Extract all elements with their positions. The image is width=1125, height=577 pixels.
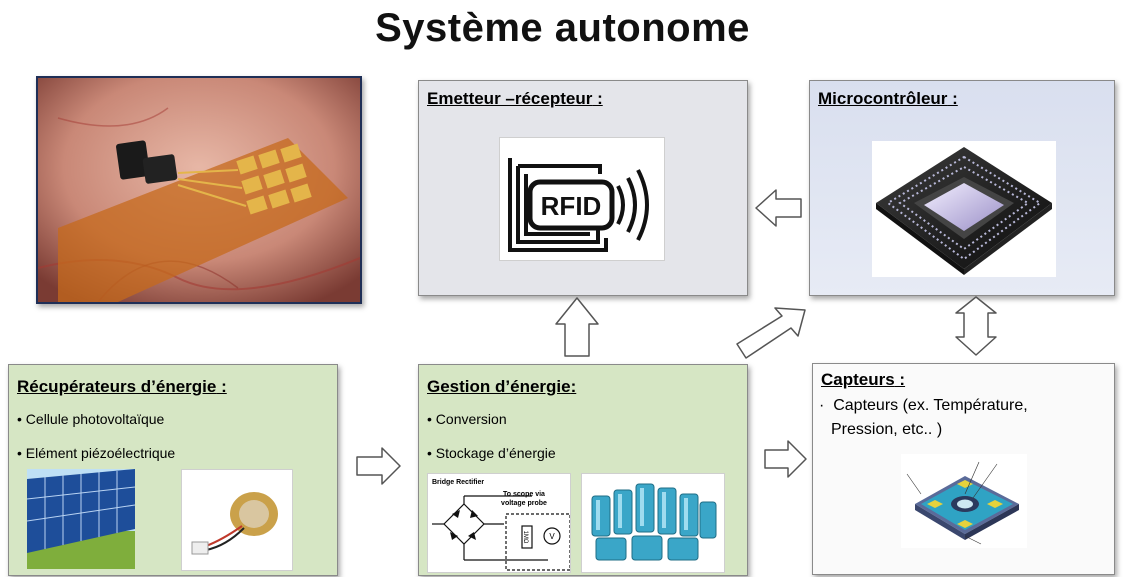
microcontroleur-box: Microcontrôleur : — [809, 80, 1115, 296]
arrow-diagonal-icon — [736, 307, 806, 359]
cpu-chip-image — [872, 141, 1056, 277]
recuperateurs-heading: Récupérateurs d’énergie : — [17, 377, 227, 396]
eye-sensor-image — [38, 78, 360, 302]
list-item: • Elément piézoélectrique — [17, 445, 176, 461]
gestion-heading: Gestion d’énergie: — [427, 377, 577, 396]
arrow-right-icon — [356, 447, 401, 485]
arrow-right-icon — [764, 440, 807, 478]
circuit-title: Bridge Rectifier — [432, 479, 484, 486]
emetteur-recepteur-box: Emetteur –récepteur : RFID — [418, 80, 748, 296]
probe-label-2: voltage probe — [501, 500, 547, 507]
battery-storage-image — [581, 473, 725, 573]
capteurs-item: · Capteurs (ex. Température, Pression, e… — [819, 397, 1028, 438]
arrow-left-icon — [755, 189, 802, 227]
bridge-rectifier-diagram: Bridge Rectifier To scope via voltage pr… — [427, 473, 571, 573]
solar-panel-image — [27, 469, 135, 569]
resistor-label: 1MΩ — [522, 531, 528, 544]
microcontroleur-heading: Microcontrôleur : — [818, 89, 958, 108]
sensor-chip-image — [901, 454, 1027, 548]
emetteur-heading: Emetteur –récepteur : — [427, 89, 603, 108]
capteurs-box: Capteurs : · Capteurs (ex. Température, … — [812, 363, 1115, 575]
capteurs-heading: Capteurs : — [821, 370, 906, 389]
arrow-up-icon — [555, 297, 599, 357]
sensor-photo — [36, 76, 362, 304]
list-item: • Conversion — [427, 411, 507, 427]
double-arrow-icon — [955, 296, 997, 356]
list-item: • Stockage d’énergie — [427, 445, 556, 461]
probe-label-1: To scope via — [503, 491, 545, 498]
piezo-element-image — [181, 469, 293, 571]
recuperateurs-box: Récupérateurs d’énergie : • Cellule phot… — [8, 364, 338, 576]
page-title: Système autonome — [375, 6, 750, 50]
list-item: • Cellule photovoltaïque — [17, 411, 165, 427]
gestion-energie-box: Gestion d’énergie: • Conversion • Stocka… — [418, 364, 748, 576]
rfid-logo: RFID — [499, 137, 665, 261]
voltmeter-label: V — [549, 532, 555, 541]
rfid-text: RFID — [541, 191, 602, 221]
